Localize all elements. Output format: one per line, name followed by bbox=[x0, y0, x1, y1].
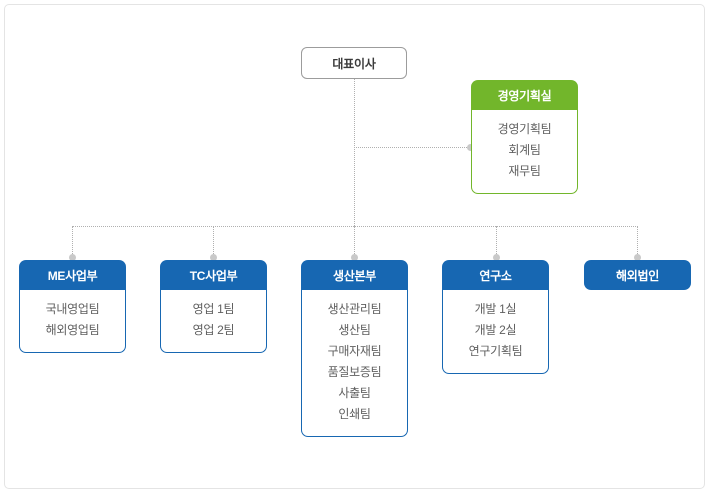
node-body: 국내영업팀 해외영업팀 bbox=[19, 290, 126, 353]
node-overseas-corporation[interactable]: 해외법인 bbox=[584, 260, 691, 290]
node-ceo[interactable]: 대표이사 bbox=[301, 47, 407, 79]
node-item[interactable]: 연구기획팀 bbox=[468, 344, 523, 358]
connector-drop-division-5 bbox=[637, 226, 638, 260]
node-header: 경영기획실 bbox=[471, 80, 578, 110]
connector-drop-division-3 bbox=[354, 226, 355, 260]
connector-staff-horizontal bbox=[354, 147, 471, 148]
connector-dot-division-4 bbox=[493, 254, 500, 261]
node-item[interactable]: 영업 1팀 bbox=[192, 302, 235, 316]
connector-root-vertical bbox=[354, 79, 355, 226]
connector-dot-division-3 bbox=[351, 254, 358, 261]
node-ceo-label: 대표이사 bbox=[332, 56, 376, 71]
node-header: 생산본부 bbox=[301, 260, 408, 290]
node-research-institute[interactable]: 연구소 개발 1실 개발 2실 연구기획팀 bbox=[442, 260, 549, 374]
node-header: 해외법인 bbox=[584, 260, 691, 290]
node-item[interactable]: 인쇄팀 bbox=[338, 407, 371, 421]
node-item[interactable]: 생산관리팀 bbox=[327, 302, 382, 316]
node-me-division[interactable]: ME사업부 국내영업팀 해외영업팀 bbox=[19, 260, 126, 353]
connector-dot-staff bbox=[467, 144, 474, 151]
connector-dot-division-5 bbox=[634, 254, 641, 261]
node-item[interactable]: 생산팀 bbox=[338, 323, 371, 337]
node-header: ME사업부 bbox=[19, 260, 126, 290]
node-production-headquarters[interactable]: 생산본부 생산관리팀 생산팀 구매자재팀 품질보증팀 사출팀 인쇄팀 bbox=[301, 260, 408, 437]
node-body: 경영기획팀 회계팀 재무팀 bbox=[471, 110, 578, 194]
connector-drop-division-4 bbox=[496, 226, 497, 260]
node-item[interactable]: 구매자재팀 bbox=[327, 344, 382, 358]
node-body: 개발 1실 개발 2실 연구기획팀 bbox=[442, 290, 549, 374]
connector-drop-division-1 bbox=[72, 226, 73, 260]
node-management-planning-office[interactable]: 경영기획실 경영기획팀 회계팀 재무팀 bbox=[471, 80, 578, 194]
node-body: 생산관리팀 생산팀 구매자재팀 품질보증팀 사출팀 인쇄팀 bbox=[301, 290, 408, 437]
node-tc-division[interactable]: TC사업부 영업 1팀 영업 2팀 bbox=[160, 260, 267, 353]
node-header: TC사업부 bbox=[160, 260, 267, 290]
node-item[interactable]: 해외영업팀 bbox=[45, 323, 100, 337]
node-item[interactable]: 경영기획팀 bbox=[497, 122, 552, 136]
node-body: 영업 1팀 영업 2팀 bbox=[160, 290, 267, 353]
node-item[interactable]: 개발 1실 bbox=[474, 302, 517, 316]
connector-bus-horizontal bbox=[72, 226, 638, 227]
node-item[interactable]: 사출팀 bbox=[338, 386, 371, 400]
node-item[interactable]: 재무팀 bbox=[508, 164, 541, 178]
node-item[interactable]: 회계팀 bbox=[508, 143, 541, 157]
node-header: 연구소 bbox=[442, 260, 549, 290]
node-item[interactable]: 품질보증팀 bbox=[327, 365, 382, 379]
connector-dot-division-1 bbox=[69, 254, 76, 261]
connector-dot-division-2 bbox=[210, 254, 217, 261]
node-item[interactable]: 국내영업팀 bbox=[45, 302, 100, 316]
node-item[interactable]: 개발 2실 bbox=[474, 323, 517, 337]
connector-drop-division-2 bbox=[213, 226, 214, 260]
node-item[interactable]: 영업 2팀 bbox=[192, 323, 235, 337]
